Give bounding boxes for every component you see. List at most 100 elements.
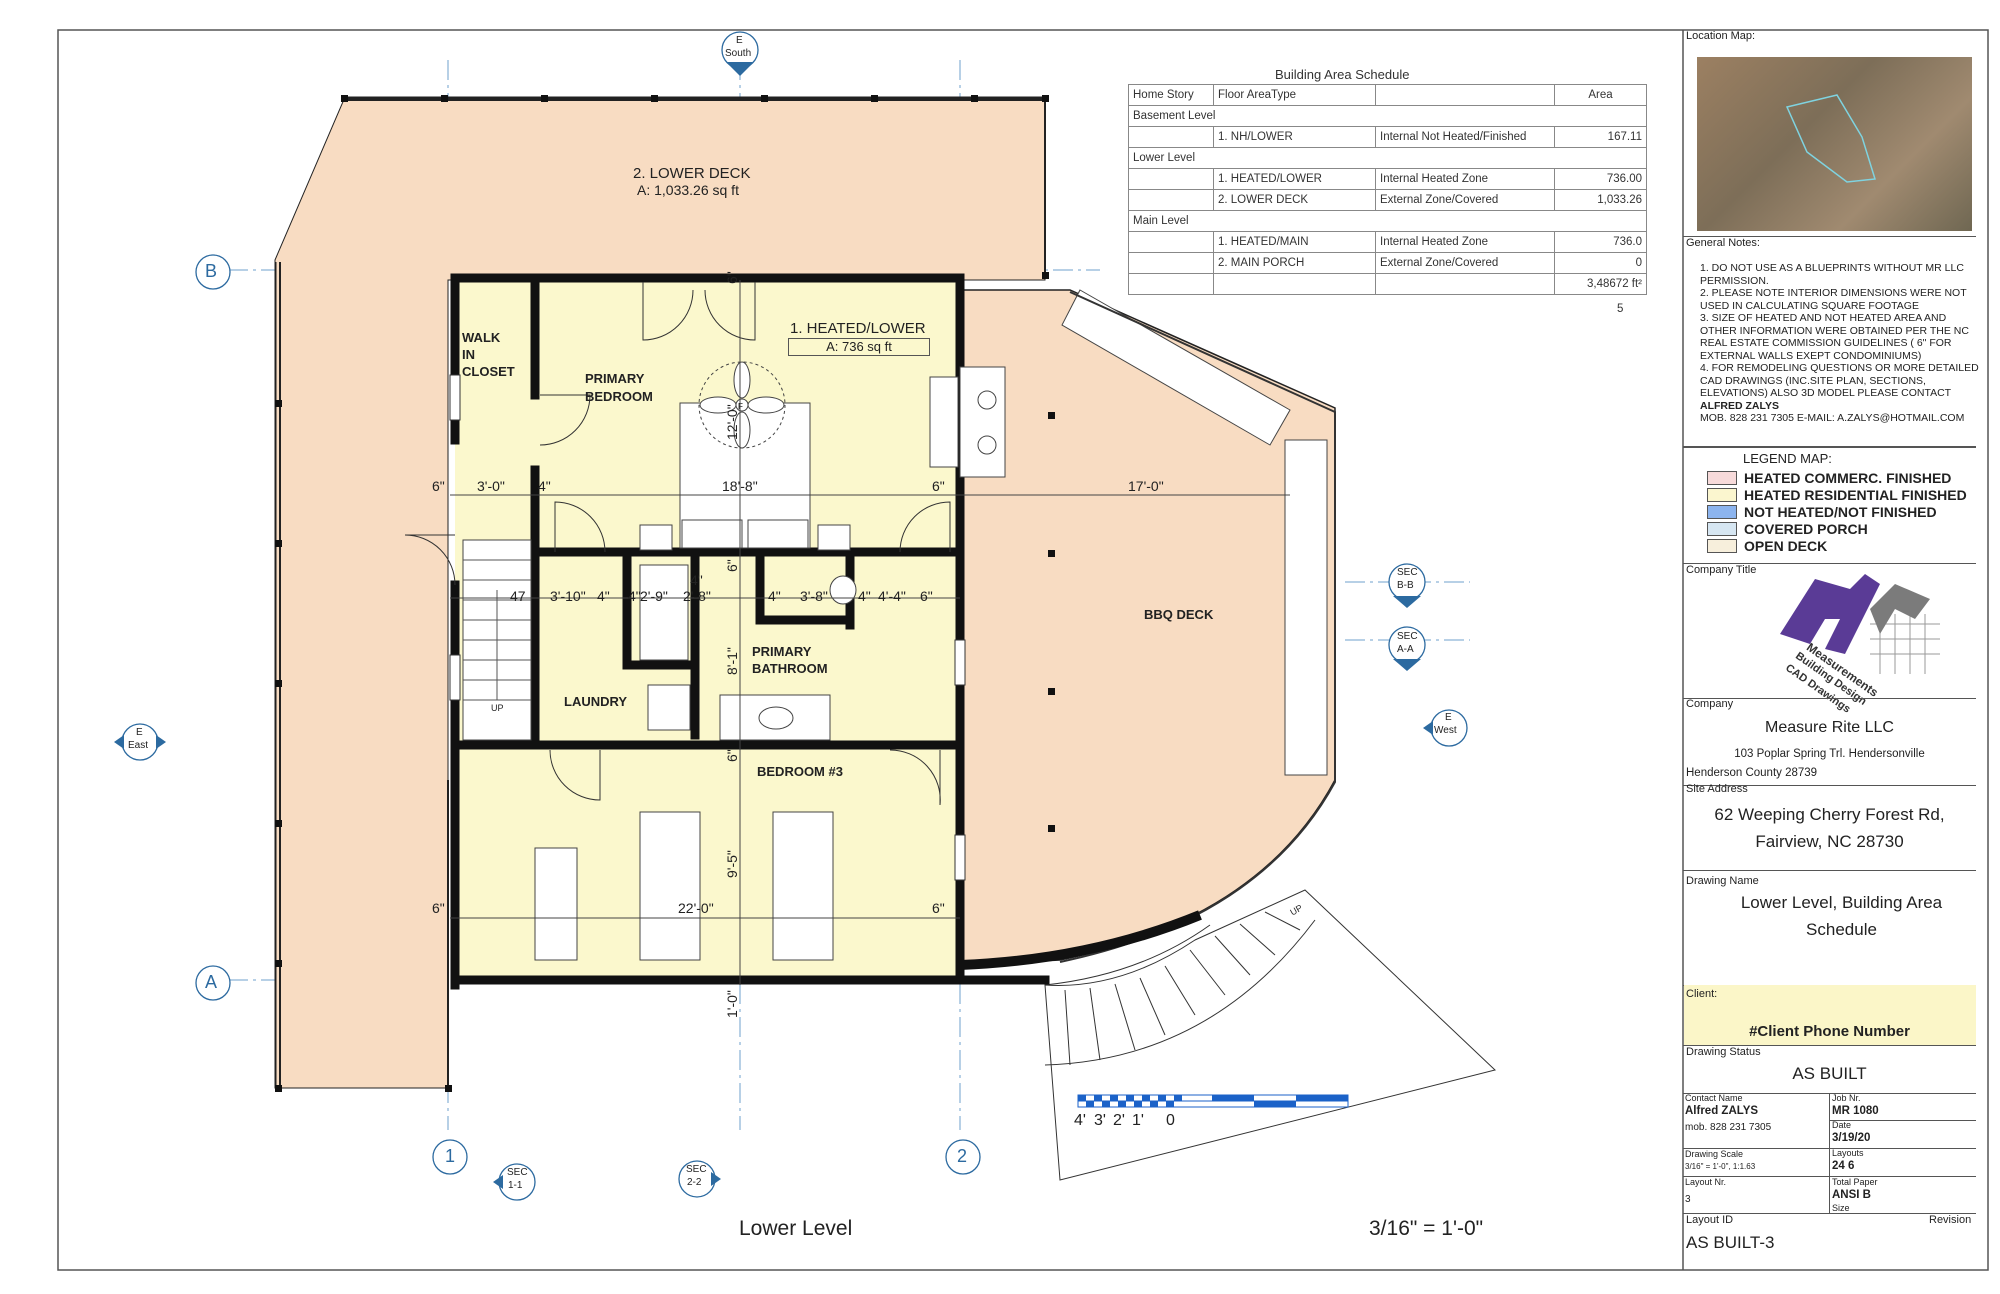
- legend-title: LEGEND MAP:: [1743, 451, 1832, 466]
- grid-label-1: 1: [445, 1146, 456, 1166]
- dim-v-1-0: 1'-0": [724, 990, 740, 1018]
- swatch: [1707, 470, 1737, 485]
- ceiling-fan-icon: [698, 361, 786, 449]
- dim-3-10: 3'-10": [550, 588, 586, 604]
- dim-v-6-low: 6": [724, 749, 740, 762]
- schedule-row: Main Level: [1128, 210, 1647, 232]
- dim-v-12-0: 12'-0": [724, 404, 740, 440]
- company-title-label: Company Title: [1686, 564, 1757, 576]
- job-label: Job Nr.: [1832, 1093, 1861, 1103]
- note-4-text: 4. FOR REMODELING QUESTIONS OR MORE DETA…: [1700, 362, 1979, 399]
- primary-bedroom-label-2: BEDROOM: [585, 389, 653, 404]
- dim-v-9-5: 9'-5": [724, 850, 740, 878]
- walk-in-closet-label-3: CLOSET: [462, 364, 515, 379]
- marker-sec-aa-b: A-A: [1397, 644, 1414, 655]
- legend-item: OPEN DECK: [1707, 537, 1967, 554]
- schedule-type: [1375, 273, 1555, 295]
- scale-bar-2: 2': [1113, 1112, 1125, 1129]
- date-label: Date: [1832, 1120, 1852, 1130]
- primary-bedroom-label-1: PRIMARY: [585, 371, 645, 386]
- schedule-type: Internal Heated Zone: [1375, 168, 1555, 190]
- drawing-name-1: Lower Level, Building Area: [1740, 893, 1943, 912]
- paper-value: ANSI B: [1832, 1189, 1871, 1201]
- bbq-deck-label: BBQ DECK: [1144, 607, 1214, 622]
- schedule-name: [1213, 273, 1376, 295]
- schedule-area: 0: [1554, 252, 1647, 274]
- dim-v-6-mid: 6": [724, 559, 740, 572]
- lower-deck-label: 2. LOWER DECK: [633, 165, 751, 182]
- schedule-area: 1,033.26: [1554, 189, 1647, 211]
- schedule-type: Internal Not Heated/Finished: [1375, 126, 1555, 148]
- marker-sec-bb-b: B-B: [1397, 580, 1414, 591]
- scale-bar-1: 1': [1132, 1112, 1144, 1129]
- legend-label: HEATED COMMERC. FINISHED: [1744, 469, 1952, 486]
- schedule-header: Floor AreaType: [1213, 84, 1376, 106]
- general-notes-label: General Notes:: [1686, 237, 1760, 249]
- dim-17-0: 17'-0": [1128, 478, 1164, 494]
- scale-value: 3/16" = 1'-0", 1:1.63: [1685, 1162, 1756, 1171]
- schedule-story: Basement Level: [1128, 105, 1647, 127]
- dim-3-0: 3'-0": [477, 478, 505, 494]
- sheet-border: [57, 29, 1989, 1271]
- layout-id-label: Layout ID: [1686, 1214, 1734, 1226]
- laundry-label: LAUNDRY: [564, 694, 628, 709]
- client-label: Client:: [1686, 988, 1718, 1000]
- marker-sec-22-a: SEC: [686, 1164, 707, 1175]
- schedule-type: Internal Heated Zone: [1375, 231, 1555, 253]
- schedule-type: External Zone/Covered: [1375, 252, 1555, 274]
- plan-title: Lower Level: [739, 1217, 853, 1240]
- marker-west-b: West: [1434, 725, 1457, 736]
- marker-sec-11-b: 1-1: [508, 1180, 523, 1191]
- swatch: [1707, 538, 1737, 553]
- dim-4c: 4": [628, 588, 641, 604]
- lower-deck-area-label: A: 1,033.26 sq ft: [637, 182, 739, 198]
- dim-47: 47: [510, 588, 526, 604]
- marker-sec-aa-a: SEC: [1397, 631, 1418, 642]
- legend-item: HEATED COMMERC. FINISHED: [1707, 469, 1967, 486]
- legend-label: COVERED PORCH: [1744, 520, 1868, 537]
- area-schedule-table: Home Story Floor AreaType Area Basement …: [1128, 84, 1647, 295]
- primary-bathroom-label-2: BATHROOM: [752, 661, 828, 676]
- dim-v-8-1: 8'-1": [724, 647, 740, 675]
- grid-label-2: 2: [957, 1146, 968, 1166]
- marker-south-a: E: [736, 35, 743, 46]
- note-5: MOB. 828 231 7305 E-MAIL: A.ZALYS@HOTMAI…: [1700, 412, 1965, 424]
- layouts-label: Layouts: [1832, 1148, 1864, 1158]
- dim-22-0: 22'-0": [678, 900, 714, 916]
- revision-label: Revision: [1929, 1214, 1972, 1226]
- heated-lower-area-label: A: 736 sq ft: [788, 338, 930, 356]
- schedule-type: External Zone/Covered: [1375, 189, 1555, 211]
- dim-4-top: 4": [690, 572, 703, 588]
- dim-4b: 4": [597, 588, 610, 604]
- legend-item: COVERED PORCH: [1707, 520, 1967, 537]
- schedule-header-row: Home Story Floor AreaType Area: [1128, 84, 1647, 106]
- note-3: 3. SIZE OF HEATED AND NOT HEATED AREA AN…: [1700, 312, 1969, 362]
- schedule-header: Home Story: [1128, 84, 1214, 106]
- drawing-status: AS BUILT: [1792, 1064, 1867, 1083]
- marker-west-a: E: [1445, 712, 1452, 723]
- walk-in-closet-label-1: WALK: [462, 330, 501, 345]
- grid-label-a: A: [205, 972, 218, 992]
- location-map-image: [1697, 57, 1972, 231]
- layout-nr-label: Layout Nr.: [1685, 1177, 1727, 1187]
- paper-label: Total Paper: [1832, 1177, 1878, 1187]
- contact-label: Contact Name: [1685, 1093, 1743, 1103]
- schedule-row: 3,48672 ft²: [1128, 273, 1647, 295]
- schedule-row: Lower Level: [1128, 147, 1647, 169]
- dim-right-6-1: 6": [932, 478, 945, 494]
- schedule-name: 1. HEATED/MAIN: [1213, 231, 1376, 253]
- schedule-footer: 5: [1617, 303, 1624, 315]
- scale-bar-0: 0: [1166, 1112, 1175, 1129]
- legend-item: NOT HEATED/NOT FINISHED: [1707, 503, 1967, 520]
- drawing-name-2: Schedule: [1806, 920, 1877, 939]
- marker-south-b: South: [725, 48, 752, 59]
- schedule-story: Lower Level: [1128, 147, 1647, 169]
- heated-lower-label: 1. HEATED/LOWER: [790, 320, 926, 337]
- general-notes: 1. DO NOT USE AS A BLUEPRINTS WITHOUT MR…: [1700, 262, 1980, 425]
- dim-6f: 6": [920, 588, 933, 604]
- client-box: [1684, 985, 1976, 1045]
